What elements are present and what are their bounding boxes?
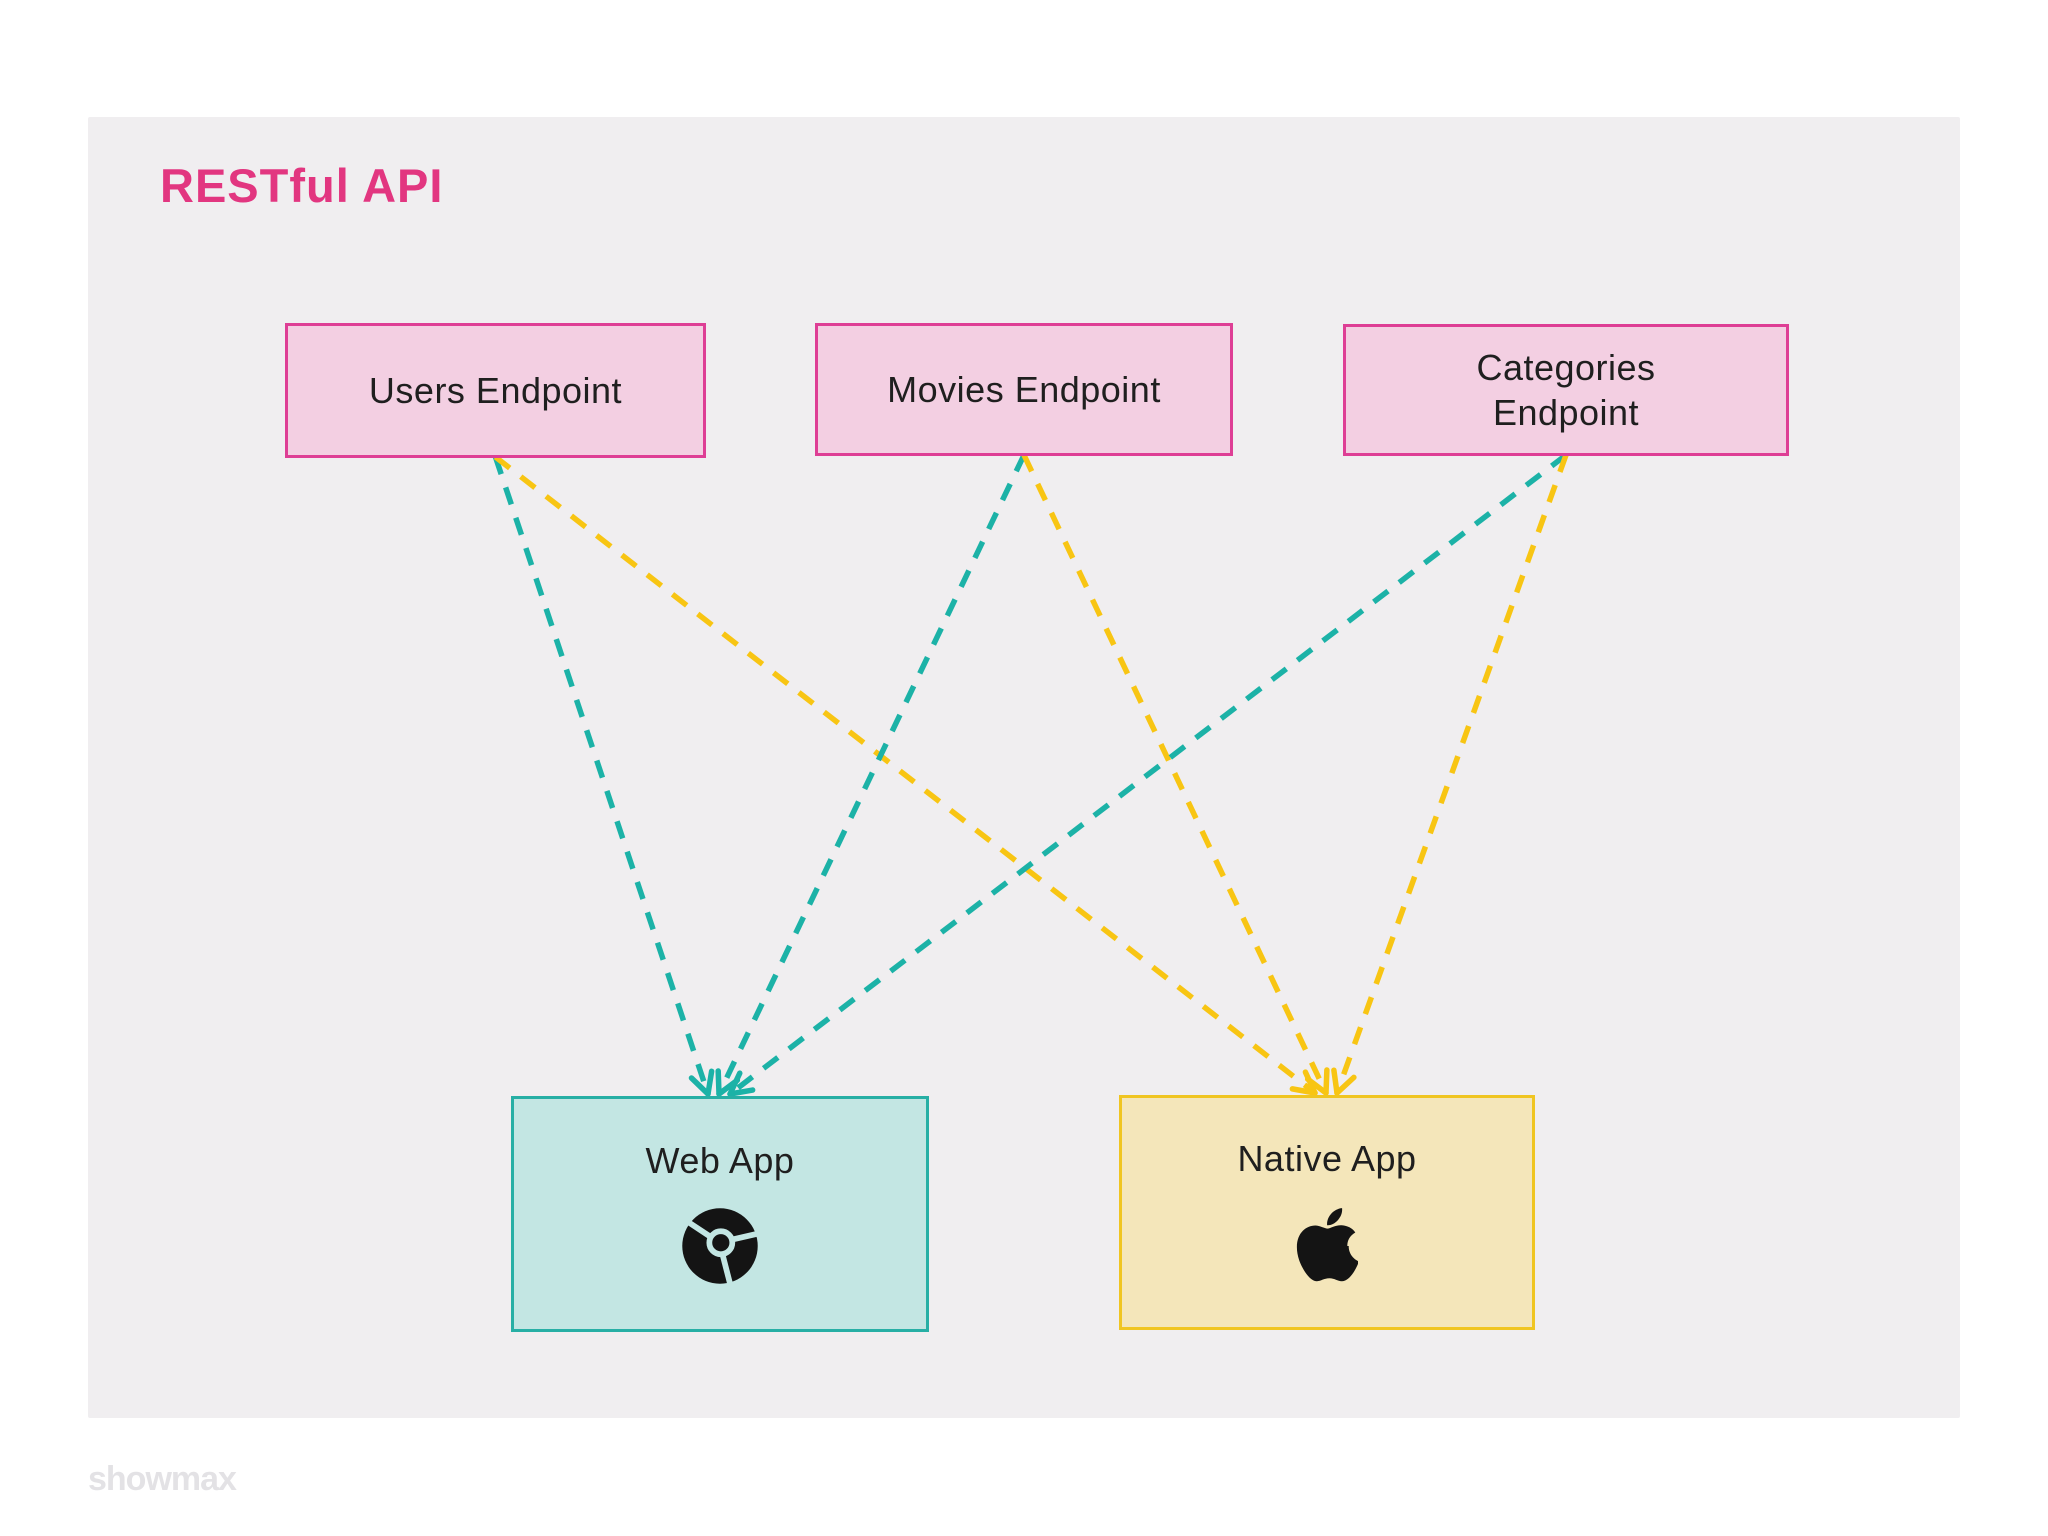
box-users-endpoint: Users Endpoint — [285, 323, 706, 458]
endpoint-label: Categories Endpoint — [1476, 347, 1656, 433]
page-title: RESTful API — [160, 159, 444, 212]
box-web-app: Web App — [511, 1096, 929, 1332]
app-label: Web App — [645, 1139, 795, 1181]
endpoint-label: Users Endpoint — [368, 370, 623, 411]
apple-icon — [1296, 1203, 1359, 1295]
showmax-watermark: showmax — [88, 1460, 237, 1498]
chrome-icon — [679, 1205, 761, 1297]
diagram-panel — [88, 117, 1960, 1418]
app-label: Native App — [1237, 1138, 1417, 1179]
box-native-app: Native App — [1119, 1095, 1535, 1330]
box-movies-endpoint: Movies Endpoint — [815, 323, 1233, 456]
endpoint-label: Movies Endpoint — [887, 369, 1161, 410]
box-categories-endpoint: Categories Endpoint — [1343, 324, 1789, 456]
